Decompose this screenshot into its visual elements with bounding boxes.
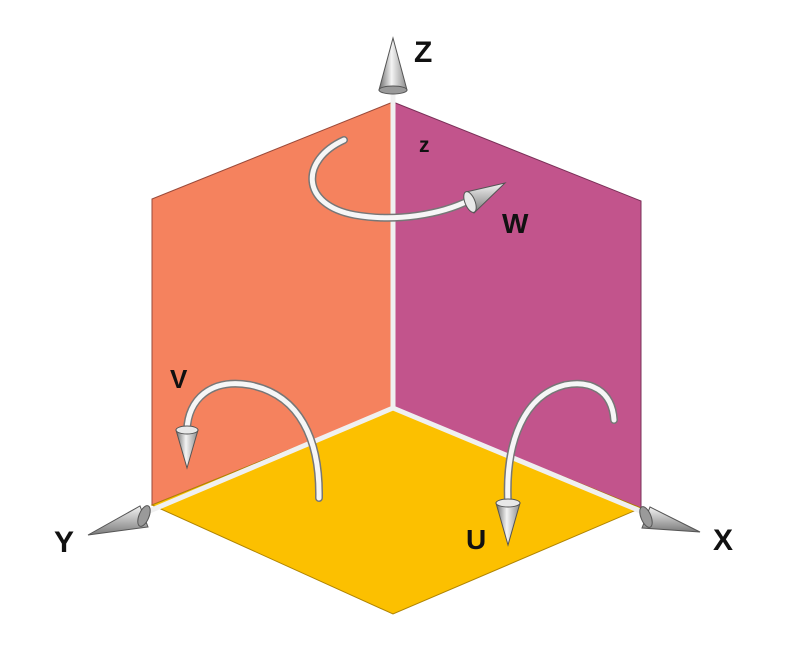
rotation-w-arrow xyxy=(308,136,507,222)
x-axis-arrowhead xyxy=(639,506,701,533)
y-axis-arrowhead xyxy=(87,505,151,536)
z-axis-arrowhead xyxy=(378,36,408,95)
rotation-u-arrow xyxy=(495,379,618,547)
small-z-label: z xyxy=(419,134,430,157)
axis-lines xyxy=(139,92,651,518)
w-rotation-label: W xyxy=(502,208,529,239)
z-axis-label: Z xyxy=(414,36,432,69)
u-rotation-label: U xyxy=(466,524,486,555)
x-axis-line xyxy=(392,405,651,518)
y-axis-line xyxy=(139,405,394,518)
v-rotation-label: V xyxy=(170,364,188,394)
x-axis-label: X xyxy=(713,524,733,557)
y-axis-label: Y xyxy=(54,526,74,559)
rotation-v-arrow xyxy=(175,379,324,502)
